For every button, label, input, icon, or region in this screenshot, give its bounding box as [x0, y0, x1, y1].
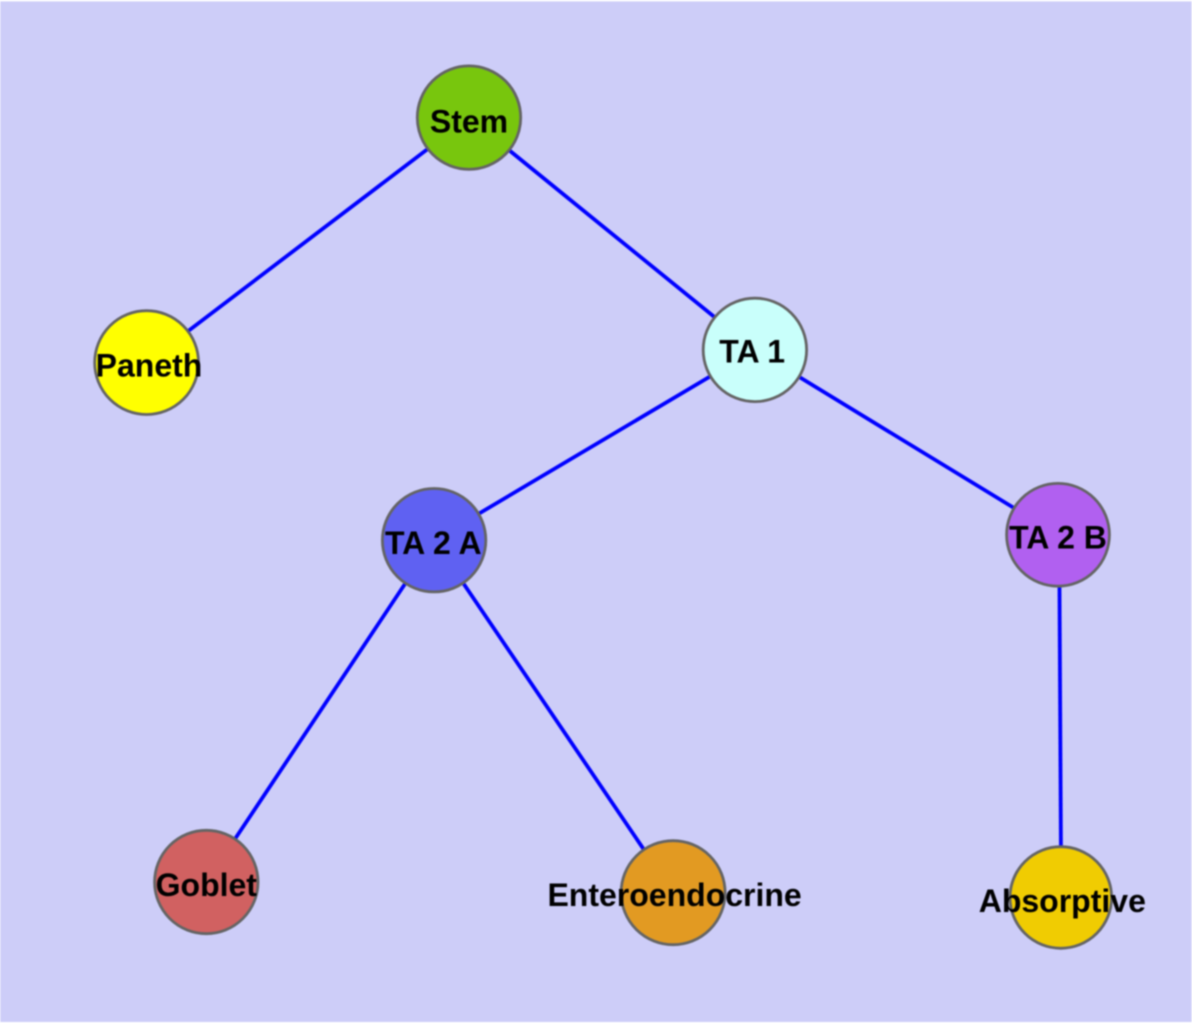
svg-text:Stem: Stem: [430, 103, 508, 139]
svg-text:TA 2 A: TA 2 A: [385, 525, 482, 561]
svg-text:TA 1: TA 1: [719, 333, 785, 369]
svg-text:TA 2 B: TA 2 B: [1009, 519, 1107, 555]
svg-text:Paneth: Paneth: [96, 347, 203, 383]
svg-text:Enteroendocrine: Enteroendocrine: [547, 877, 801, 913]
svg-text:Goblet: Goblet: [156, 867, 258, 903]
svg-text:Absorptive: Absorptive: [979, 883, 1146, 919]
